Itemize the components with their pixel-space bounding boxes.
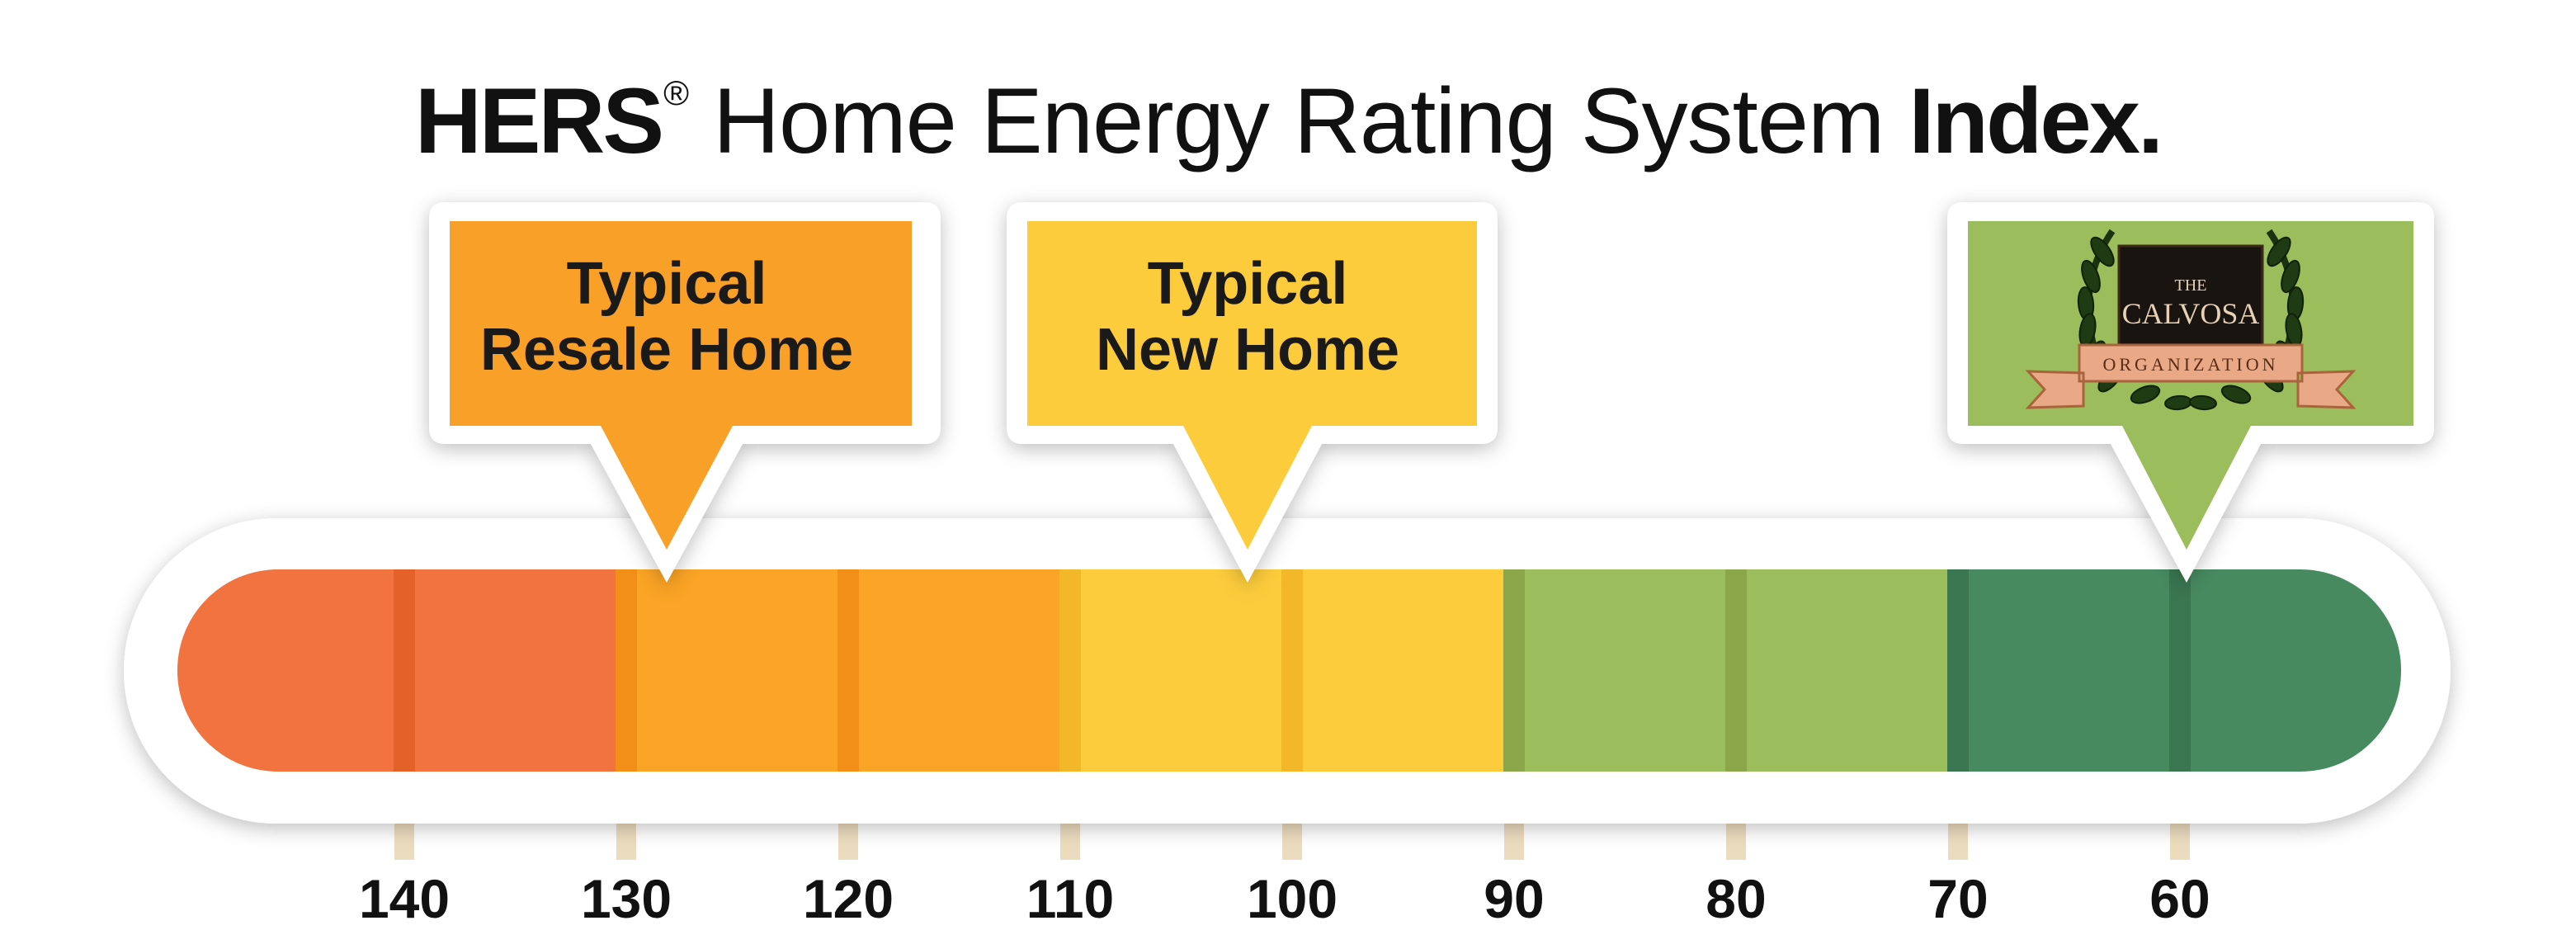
- tick-divider-110: [1059, 569, 1081, 772]
- tick-divider-100: [1281, 569, 1303, 772]
- callout-resale-line-1: Typical: [567, 251, 767, 317]
- tick-label-60: 60: [2149, 868, 2210, 929]
- title-brand: HERS: [414, 69, 664, 172]
- title-registered-mark: ®: [663, 73, 689, 112]
- tick-label-110: 110: [1026, 868, 1114, 929]
- callout-new-line-2: New Home: [1096, 317, 1399, 383]
- logo-line-1: THE: [2175, 276, 2207, 295]
- callout-resale-fill: [450, 221, 912, 550]
- title-middle: Home Energy Rating System: [688, 69, 1909, 172]
- tick-divider-60: [2169, 569, 2191, 772]
- tick-divider-70: [1947, 569, 1969, 772]
- tick-labels: 140 130 120 110 100 90 80 70 60: [359, 868, 2210, 929]
- callout-new-line-1: Typical: [1148, 251, 1348, 317]
- chart-title: HERS® Home Energy Rating System Index.: [0, 31, 2576, 183]
- tick-label-130: 130: [581, 868, 672, 929]
- logo-banner-ribbon: [2025, 343, 2357, 409]
- tick-label-70: 70: [1927, 868, 1988, 929]
- tick-label-140: 140: [359, 868, 450, 929]
- title-index: Index.: [1908, 69, 2163, 172]
- tick-divider-90: [1503, 569, 1525, 772]
- callout-calvosa-logo: THE CALVOSA ORGANIZATION: [1947, 202, 2434, 583]
- tick-divider-140: [394, 569, 415, 772]
- tick-dividers: [394, 569, 2191, 772]
- tick-label-80: 80: [1706, 868, 1766, 929]
- tick-divider-130: [616, 569, 637, 772]
- logo-line-2: CALVOSA: [2122, 297, 2260, 330]
- callout-typical-resale-home: Typical Resale Home: [429, 202, 941, 583]
- callout-resale-line-2: Resale Home: [480, 317, 853, 383]
- callout-new-fill: [1027, 221, 1477, 550]
- callout-typical-new-home: Typical New Home: [1007, 202, 1498, 583]
- logo-banner-text: ORGANIZATION: [2103, 354, 2279, 375]
- calvosa-logo: THE CALVOSA ORGANIZATION: [2025, 229, 2357, 411]
- tick-divider-80: [1725, 569, 1747, 772]
- tick-label-90: 90: [1484, 868, 1544, 929]
- tick-label-120: 120: [803, 868, 894, 929]
- tick-divider-120: [837, 569, 859, 772]
- tick-label-100: 100: [1247, 868, 1338, 929]
